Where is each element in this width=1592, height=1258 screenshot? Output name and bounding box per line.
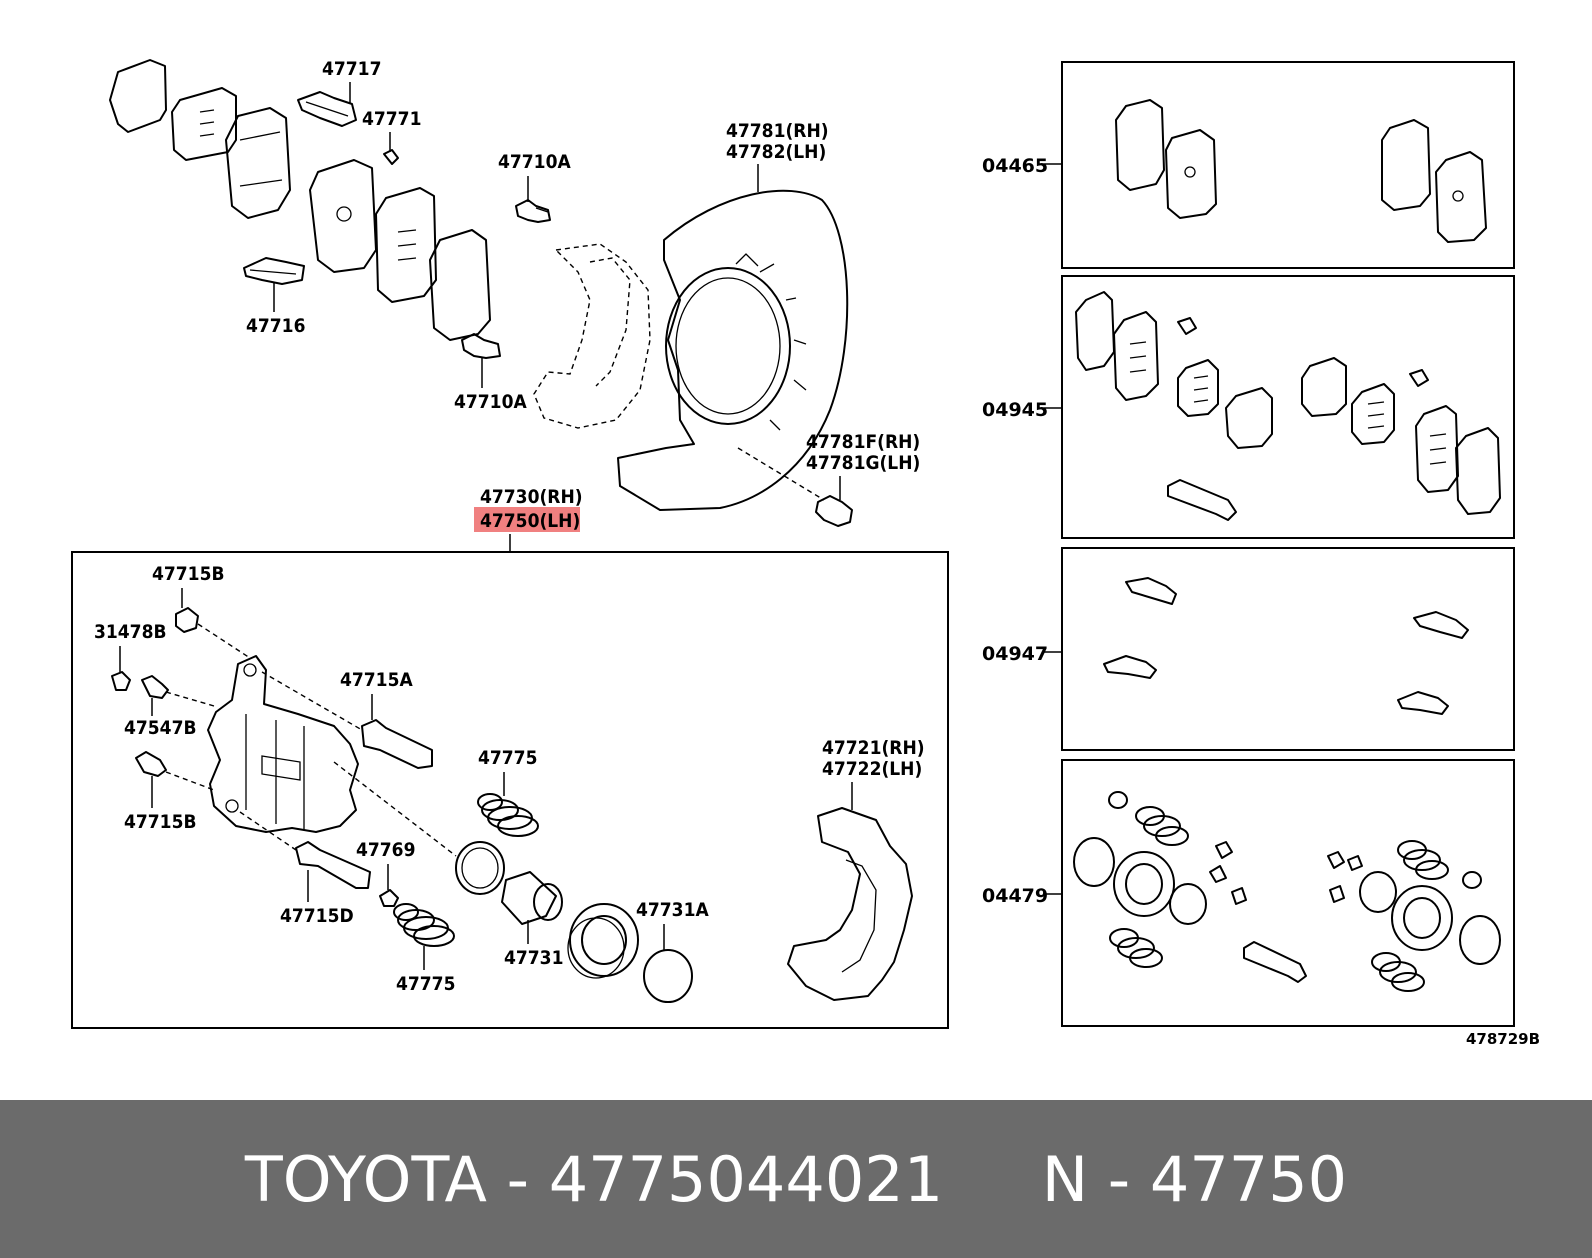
bleeder-47547b xyxy=(141,675,169,699)
anti-squeal-shim-outer xyxy=(109,59,167,133)
label-47731a: 47731A xyxy=(636,899,709,921)
brake-pad-inner xyxy=(309,159,377,273)
brake-pad-outer xyxy=(225,107,291,219)
piston-47731 xyxy=(501,871,563,925)
ring-47731a xyxy=(643,949,693,1003)
label-47769: 47769 xyxy=(356,839,415,861)
label-47547b: 47547B xyxy=(124,717,197,739)
brake-pads-group xyxy=(109,59,491,341)
bleeder-plug xyxy=(175,607,199,633)
label-47781f-rh: 47781F(RH) xyxy=(806,431,920,453)
label-47717: 47717 xyxy=(322,58,381,80)
label-47781-rh: 47781(RH) xyxy=(726,120,829,142)
label-47775-bottom: 47775 xyxy=(396,973,455,995)
shim-outer-2 xyxy=(429,229,491,341)
label-47715b-top: 47715B xyxy=(152,563,225,585)
slide-pin-47715d xyxy=(295,841,371,889)
disc-brake-dust-cover xyxy=(617,189,849,511)
boot-47775-bottom xyxy=(393,903,455,947)
label-47715a: 47715A xyxy=(340,669,413,691)
caliper-mounting-47721 xyxy=(787,807,913,1001)
kit-04947: 04947 xyxy=(982,547,1515,751)
parts-diagram: 47717 47771 47710A 47781(RH) 47782(LH) 4… xyxy=(71,58,1540,1048)
label-47715d: 47715D xyxy=(280,905,354,927)
label-47716: 47716 xyxy=(246,315,305,337)
bushing-47769 xyxy=(379,889,399,907)
pad-wear-indicator-bolt xyxy=(383,149,399,165)
label-47771: 47771 xyxy=(362,108,421,130)
cap-31478b xyxy=(111,671,131,691)
label-47731: 47731 xyxy=(504,947,563,969)
bolt-47715b-lower xyxy=(135,751,167,777)
caliper-labels: 47715B 31478B 47547B 47715A 47715B 47775… xyxy=(94,563,925,995)
footer-part-info: TOYOTA - 4775044021 N - 47750 xyxy=(244,1142,1348,1216)
label-kit-04465: 04465 xyxy=(982,155,1048,177)
kit-04945: 04945 xyxy=(982,275,1515,539)
label-kit-04947: 04947 xyxy=(982,643,1048,665)
shim-inner-2 xyxy=(375,187,437,303)
label-47722-lh: 47722(LH) xyxy=(822,758,922,780)
boot-47775-top xyxy=(477,793,539,837)
cylinder-body xyxy=(207,655,359,833)
label-47775-top: 47775 xyxy=(478,747,537,769)
label-47750-lh: 47750(LH) xyxy=(480,510,580,532)
label-31478b: 31478B xyxy=(94,621,167,643)
highlight-47750 xyxy=(474,507,580,532)
bolt-47710a-top xyxy=(515,199,551,223)
pad-support-plate-bottom xyxy=(243,257,305,285)
diagram-reference: 478729B xyxy=(1466,1030,1540,1048)
bolt-47710a-bottom xyxy=(461,333,501,359)
label-47781g-lh: 47781G(LH) xyxy=(806,452,920,474)
kit-04479: 04479 xyxy=(982,759,1515,1027)
footer-bar: TOYOTA - 4775044021 N - 47750 xyxy=(0,1100,1592,1258)
slide-pin-47715a xyxy=(361,719,433,769)
piston-seal-ring xyxy=(455,841,505,895)
piston-seal-47731a xyxy=(567,903,639,979)
pad-support-plate-top xyxy=(297,91,357,127)
label-47710a-bottom: 47710A xyxy=(454,391,527,413)
label-kit-04479: 04479 xyxy=(982,885,1048,907)
label-47782-lh: 47782(LH) xyxy=(726,141,826,163)
caliper-mounting-ghost xyxy=(533,243,651,429)
label-kit-04945: 04945 xyxy=(982,399,1048,421)
label-47715b-bottom: 47715B xyxy=(124,811,197,833)
label-47710a-top: 47710A xyxy=(498,151,571,173)
top-labels: 47717 47771 47710A 47781(RH) 47782(LH) 4… xyxy=(246,58,920,552)
bolt-47781f xyxy=(737,447,853,527)
caliper-assembly-box xyxy=(71,551,949,1029)
caliper-components xyxy=(111,607,913,1003)
kit-04465: 04465 xyxy=(982,61,1515,269)
label-47730-rh: 47730(RH) xyxy=(480,486,583,508)
label-47721-rh: 47721(RH) xyxy=(822,737,925,759)
